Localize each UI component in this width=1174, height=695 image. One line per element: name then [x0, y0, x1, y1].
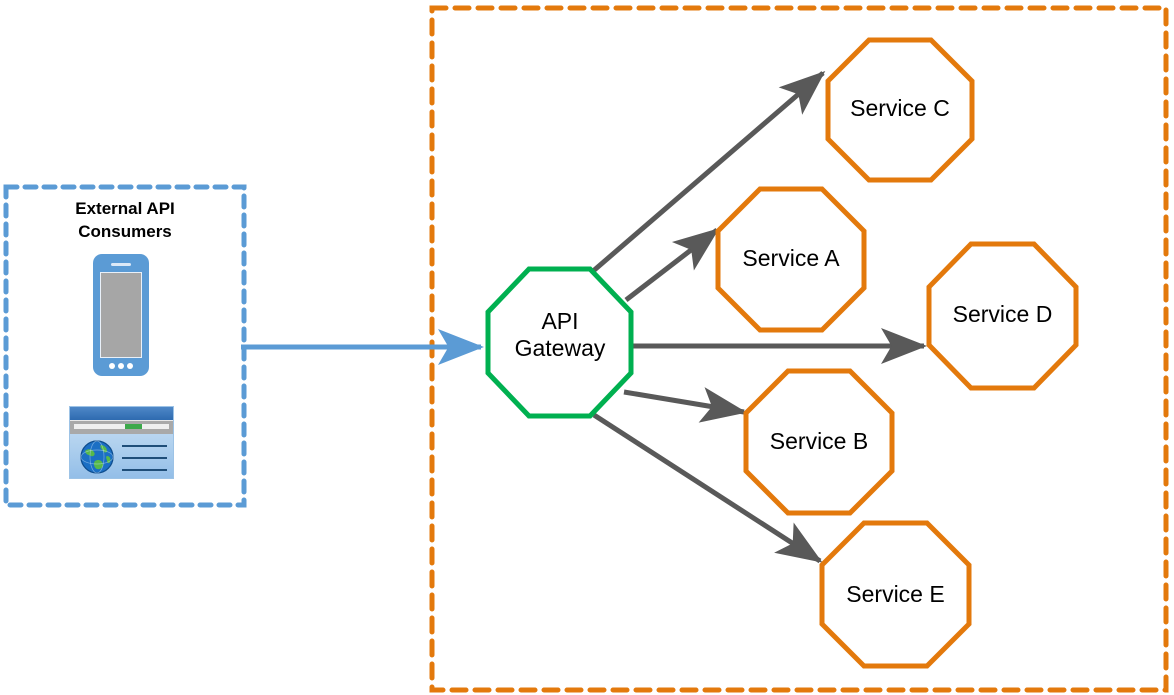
edge-gateway-to-service-c [590, 71, 826, 274]
browser-text-line [122, 469, 167, 471]
browser-titlebar [70, 407, 173, 420]
globe-icon [80, 440, 114, 474]
edge-gateway-to-service-e [592, 412, 823, 564]
browser-progress-bar [125, 424, 142, 429]
service-d-shape[interactable] [926, 241, 1079, 391]
api-gateway-shape[interactable] [485, 266, 634, 419]
phone-button-dot [127, 363, 133, 369]
phone-button-dot [109, 363, 115, 369]
edge-gateway-to-service-b [623, 387, 747, 423]
service-a-shape[interactable] [715, 186, 867, 333]
service-b-shape[interactable] [743, 368, 895, 516]
phone-screen [100, 272, 142, 358]
mobile-phone-icon [93, 254, 149, 376]
phone-button-dot [118, 363, 124, 369]
service-e-shape[interactable] [819, 520, 972, 669]
phone-speaker-icon [111, 263, 131, 266]
consumer-group-title: External API Consumers [75, 199, 175, 241]
edge-gateway-to-service-a [624, 228, 720, 302]
browser-text-line [122, 445, 167, 447]
service-c-shape[interactable] [825, 37, 975, 183]
browser-text-line [122, 457, 167, 459]
browser-address-field [74, 424, 169, 429]
web-browser-icon [69, 406, 174, 479]
